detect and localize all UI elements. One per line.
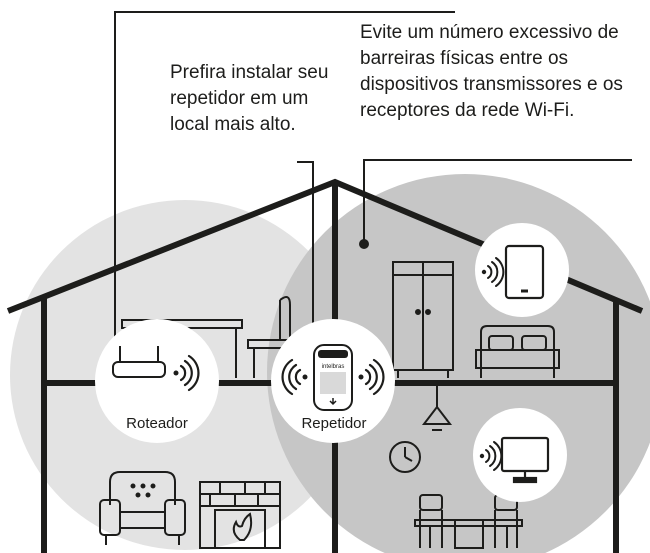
- router-bubble: Roteador: [95, 319, 219, 443]
- tip-high-placement: Prefira instalar seu repetidor em um loc…: [170, 62, 329, 135]
- callout-lines: [114, 11, 632, 360]
- armchair-icon: [99, 471, 186, 545]
- wall-clock-icon: [389, 441, 421, 473]
- repeater-wifi-signal-right-icon: [358, 358, 385, 396]
- router-label: Roteador: [126, 415, 188, 432]
- repeater-brand-text: intelbras: [322, 364, 345, 370]
- router-icon: [112, 346, 166, 378]
- repeater-wifi-signal-left-icon: [281, 358, 308, 396]
- repeater-device-icon: intelbras: [313, 344, 353, 411]
- router-wifi-signal-icon: [173, 354, 200, 392]
- tip-avoid-barriers: Evite um número excessivo de barreiras f…: [360, 22, 623, 121]
- tablet-wifi-signal-icon: [481, 257, 505, 287]
- bed-icon: [475, 325, 560, 378]
- monitor-wifi-signal-icon: [479, 441, 503, 471]
- tablet-bubble: [475, 223, 569, 317]
- wardrobe-icon: [392, 261, 454, 378]
- monitor-bubble: [473, 408, 567, 502]
- repeater-bubble: intelbras Repetidor: [271, 319, 395, 443]
- fireplace-icon: [199, 481, 281, 549]
- tablet-icon: [504, 244, 545, 300]
- repeater-label: Repetidor: [301, 415, 366, 432]
- ceiling-lamp-icon: [421, 386, 453, 431]
